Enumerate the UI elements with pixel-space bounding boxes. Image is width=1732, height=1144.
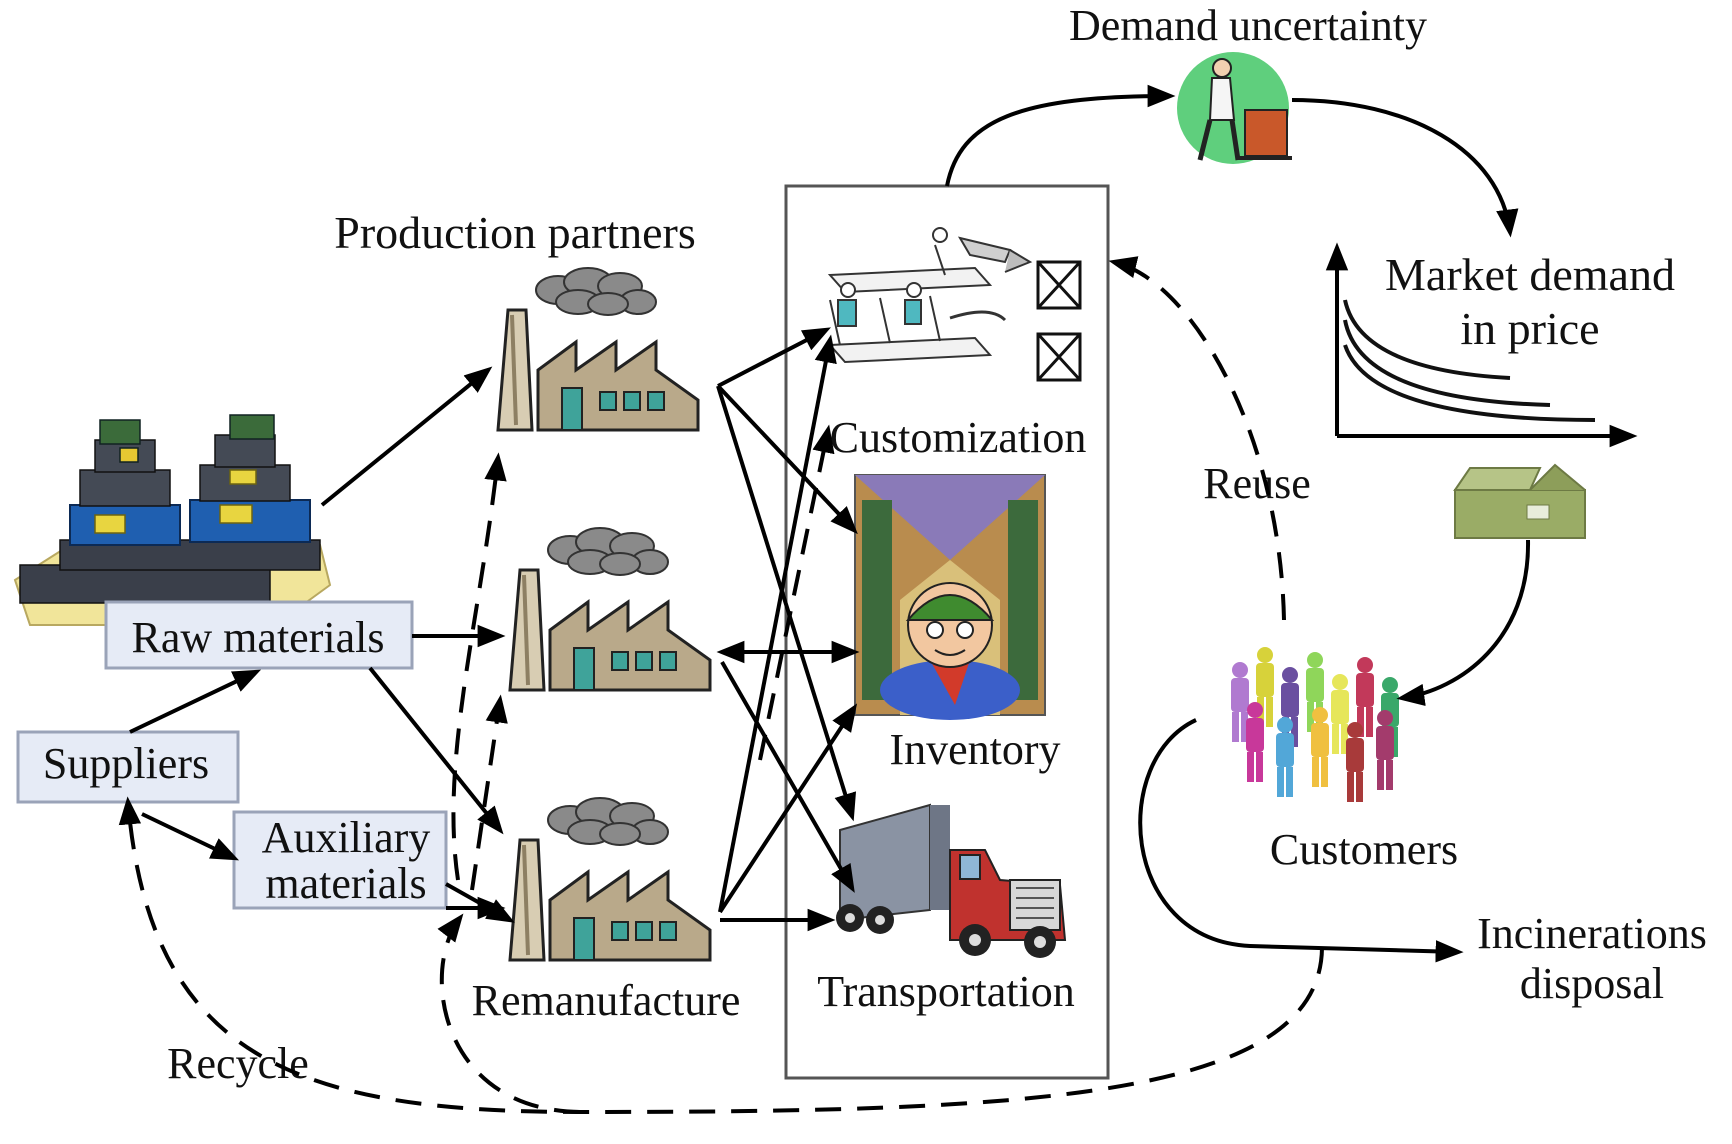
customization-label: Customization bbox=[830, 413, 1087, 462]
dashed-recycle-to-suppliers bbox=[118, 796, 1324, 1115]
remanufacture-label: Remanufacture bbox=[472, 976, 741, 1025]
box-icon bbox=[1453, 463, 1586, 539]
arrow-factory-bottom-to-customization bbox=[718, 334, 837, 913]
arrow-factory-bottom-to-inventory bbox=[718, 703, 858, 914]
arrow-box-to-customers bbox=[1396, 539, 1531, 707]
dashed-mid-to-top bbox=[451, 452, 507, 881]
customers-label: Customers bbox=[1270, 825, 1458, 874]
pallets-icon bbox=[13, 414, 332, 626]
dashed-inventory-to-customization bbox=[758, 424, 835, 761]
arrow-factory-top-to-customization bbox=[717, 327, 831, 388]
market-demand-label-1: Market demand bbox=[1385, 249, 1675, 300]
auxiliary-materials-label-2: materials bbox=[265, 859, 426, 908]
suppliers-box bbox=[16, 730, 240, 804]
crowd-icon bbox=[1231, 647, 1399, 802]
suppliers-label: Suppliers bbox=[43, 739, 209, 788]
incinerations-label-2: disposal bbox=[1520, 959, 1664, 1008]
transportation-label: Transportation bbox=[817, 967, 1075, 1016]
assembly-line-icon bbox=[827, 227, 1082, 382]
auxiliary-materials-label-1: Auxiliary bbox=[262, 813, 431, 862]
market-demand-label-2: in price bbox=[1460, 303, 1599, 354]
arrow-suppliers-to-aux bbox=[141, 812, 240, 861]
recycle-label: Recycle bbox=[167, 1039, 309, 1088]
arrow-aux-to-factory-bottom bbox=[445, 882, 515, 923]
flow-arrows bbox=[129, 84, 1531, 963]
dashed-recycle-to-remanufacture bbox=[437, 913, 581, 1114]
arrow-customers-to-incineration bbox=[1138, 718, 1464, 963]
arrow-frame-to-demand bbox=[945, 84, 1176, 187]
incinerations-label-1: Incinerations bbox=[1477, 909, 1707, 958]
reverse-flow-arrows bbox=[118, 256, 1324, 1115]
arrow-pallets-to-factory-top bbox=[320, 366, 493, 507]
arrow-raw-to-factory-bottom bbox=[368, 666, 504, 835]
price-curve-icon bbox=[1325, 242, 1638, 448]
factory-icon bbox=[508, 526, 712, 692]
production-partners-label: Production partners bbox=[334, 207, 696, 258]
raw-materials-label: Raw materials bbox=[132, 613, 385, 662]
dashed-customers-to-customization bbox=[1108, 256, 1286, 621]
demand-worker-icon bbox=[1177, 52, 1292, 164]
arrow-suppliers-to-raw bbox=[129, 669, 262, 734]
factory-icon bbox=[496, 266, 700, 432]
truck-icon bbox=[836, 803, 1067, 958]
inventory-label: Inventory bbox=[889, 725, 1060, 774]
arrow-factory-mid-to-truck bbox=[720, 661, 855, 893]
arrow-demand-to-market bbox=[1291, 98, 1519, 238]
arrow-factory-top-to-inventory bbox=[716, 384, 858, 535]
raw-materials-box bbox=[104, 600, 414, 670]
warehouse-worker-icon bbox=[854, 474, 1046, 720]
factory-icon bbox=[508, 796, 712, 962]
demand-uncertainty-label: Demand uncertainty bbox=[1069, 1, 1427, 50]
reuse-label: Reuse bbox=[1203, 459, 1311, 508]
dashed-factory-bottom-to-mid bbox=[470, 694, 508, 891]
